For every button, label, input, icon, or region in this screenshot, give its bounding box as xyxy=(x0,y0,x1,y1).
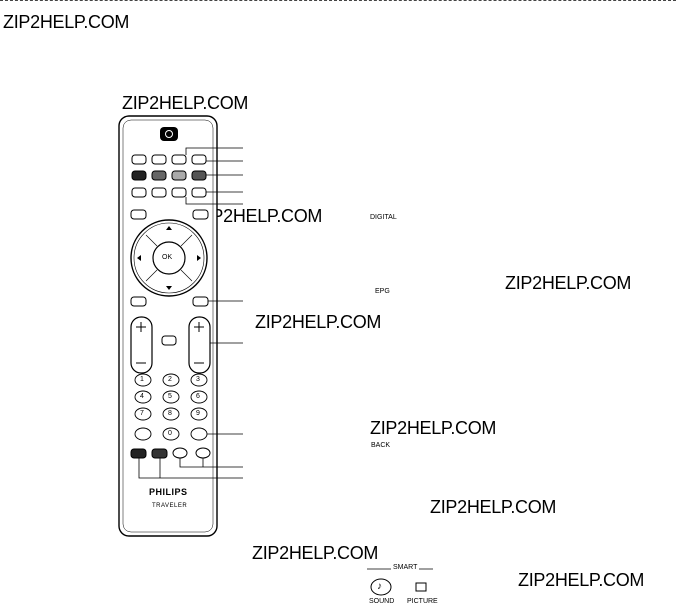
callout-line-1 xyxy=(185,147,243,155)
key-0 xyxy=(162,427,180,441)
key-label-6: 6 xyxy=(196,393,200,400)
power-icon xyxy=(165,130,173,138)
key-6 xyxy=(190,390,208,404)
watermark: ZIP2HELP.COM xyxy=(3,12,130,32)
smart-picture-button xyxy=(195,447,211,459)
watermark: ZIP2HELP.COM xyxy=(255,312,382,332)
row3-button-3 xyxy=(171,187,187,198)
row3-button-2 xyxy=(151,187,167,198)
key-8 xyxy=(162,407,180,421)
power-button xyxy=(160,127,178,141)
info-button xyxy=(130,296,147,307)
down-arrow-icon xyxy=(166,286,172,290)
watermark: ZIP2HELP.COM xyxy=(518,570,645,590)
program-rocker xyxy=(188,316,211,374)
row3-button-1 xyxy=(131,187,147,198)
key-4 xyxy=(134,390,152,404)
key-label-7: 7 xyxy=(140,410,144,417)
volume-rocker xyxy=(130,316,153,374)
key-label-3: 3 xyxy=(196,376,200,383)
watermark: ZIP2HELP.COM xyxy=(505,273,632,293)
key-back xyxy=(190,427,208,441)
key-5 xyxy=(162,390,180,404)
key-label-4: 4 xyxy=(140,393,144,400)
model-label: TRAVELER xyxy=(152,503,188,509)
smart-sound-glyph: ♪ xyxy=(377,581,382,592)
row1-button-3 xyxy=(171,154,187,165)
right-arrow-icon xyxy=(197,255,201,261)
row1-button-2 xyxy=(151,154,167,165)
watermark: ZIP2HELP.COM xyxy=(252,543,379,563)
smart-picture-icon xyxy=(415,582,427,592)
smart-sound-label: SOUND xyxy=(369,598,395,605)
smart-title: SMART xyxy=(391,564,420,571)
watermark: ZIP2HELP.COM xyxy=(430,497,557,517)
watermark: ZIP2HELP.COM xyxy=(196,206,323,226)
key-label-1: 1 xyxy=(140,376,144,383)
key-1 xyxy=(134,373,152,387)
up-arrow-icon xyxy=(166,226,172,230)
bottom-button-2 xyxy=(151,448,168,459)
key-label-0: 0 xyxy=(168,430,172,437)
key-9 xyxy=(190,407,208,421)
key-label-9: 9 xyxy=(196,410,200,417)
row1-button-1 xyxy=(131,154,147,165)
green-button xyxy=(151,170,167,181)
row3-button-4 xyxy=(191,187,207,198)
ok-label: OK xyxy=(162,254,173,261)
watermark: ZIP2HELP.COM xyxy=(122,93,249,113)
key-label-5: 5 xyxy=(168,393,172,400)
key-label-8: 8 xyxy=(168,410,172,417)
digital-label: DIGITAL xyxy=(370,214,397,221)
epg-button xyxy=(192,296,209,307)
smart-sound-button xyxy=(172,447,188,459)
smart-picture-label: PICTURE xyxy=(407,598,438,605)
ok-button xyxy=(152,241,186,275)
mute-button xyxy=(161,335,177,346)
epg-label: EPG xyxy=(375,288,390,295)
blue-button xyxy=(191,170,207,181)
key-label-2: 2 xyxy=(168,376,172,383)
digital-button xyxy=(192,209,209,220)
bottom-button-1 xyxy=(130,448,147,459)
key-7 xyxy=(134,407,152,421)
row1-button-4 xyxy=(191,154,207,165)
back-label: BACK xyxy=(371,442,391,449)
yellow-button xyxy=(171,170,187,181)
red-button xyxy=(131,170,147,181)
left-arrow-icon xyxy=(137,255,141,261)
key-3 xyxy=(190,373,208,387)
key-left xyxy=(134,427,152,441)
smart-sound-icon xyxy=(370,578,392,596)
menu-button xyxy=(130,209,147,220)
brand-logo: PHILIPS xyxy=(149,487,188,497)
remote-body-inner xyxy=(122,119,214,533)
key-2 xyxy=(162,373,180,387)
top-border xyxy=(0,0,676,2)
watermark: ZIP2HELP.COM xyxy=(370,418,497,438)
